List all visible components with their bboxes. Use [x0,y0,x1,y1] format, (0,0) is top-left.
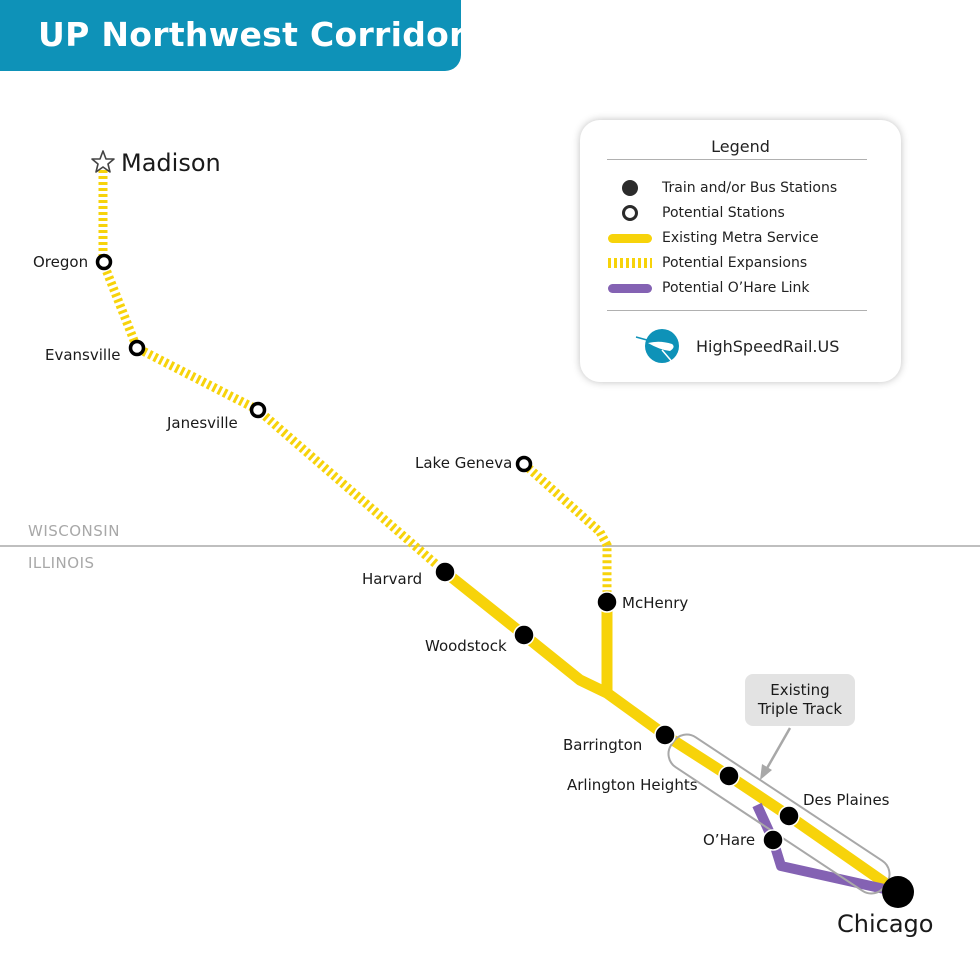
station-harvard-marker[interactable] [434,561,456,583]
label-ohare: O’Hare [703,831,756,849]
state-label-illinois: ILLINOIS [28,554,95,572]
filled-circle-icon [621,180,638,196]
legend-item-ohare-link: Potential O’Hare Link [607,278,810,298]
legend-label: Potential Expansions [662,255,808,271]
legend-item-stations: Train and/or Bus Stations [607,178,837,198]
hollow-circle-icon [621,205,638,221]
solid-purple-line-icon [607,283,652,293]
state-label-wisconsin: WISCONSIN [28,522,120,540]
label-harvard: Harvard [362,570,423,588]
legend-divider-bottom [607,310,867,311]
label-barrington: Barrington [563,736,643,754]
label-mchenry: McHenry [622,594,689,612]
callout-line-1: Existing [770,681,830,699]
solid-yellow-line-icon [607,233,652,243]
station-janesville-marker[interactable] [249,401,267,419]
title-banner: UP Northwest Corridor [0,0,465,71]
legend-item-existing-service: Existing Metra Service [607,228,819,248]
legend-label: Potential Stations [662,205,785,221]
expansion-line-lake-geneva-mchenry [520,460,612,602]
highspeedrail-logo: HighSpeedRail.US [632,326,839,366]
ohare-link-line [752,802,900,897]
callout-arrow [764,727,792,771]
dashed-yellow-line-icon [607,258,652,268]
label-des-plaines: Des Plaines [803,791,890,809]
station-mchenry-marker[interactable] [596,591,618,613]
legend-divider-top [607,159,867,160]
station-lake-geneva-marker[interactable] [515,455,533,473]
callout-line-2: Triple Track [757,700,843,718]
label-oregon: Oregon [33,253,89,271]
legend-label: Existing Metra Service [662,230,819,246]
train-globe-logo-icon [635,329,679,365]
station-arlington-heights-marker[interactable] [718,765,740,787]
page-title: UP Northwest Corridor [38,15,466,54]
legend-item-potential-stations: Potential Stations [607,203,785,223]
legend-title: Legend [711,137,770,156]
legend-item-potential-expansions: Potential Expansions [607,253,807,273]
label-woodstock: Woodstock [425,637,507,655]
logo-text: HighSpeedRail.US [696,336,840,356]
madison-star-icon [91,150,115,173]
existing-metra-line [441,567,902,897]
legend-panel: Legend Train and/or Bus Stations Potenti… [580,120,901,382]
label-chicago: Chicago [837,910,934,938]
legend-label: Potential O’Hare Link [662,280,810,296]
station-barrington-marker[interactable] [654,724,676,746]
label-madison: Madison [121,149,221,177]
station-evansville-marker[interactable] [128,339,146,357]
label-lake-geneva: Lake Geneva [415,454,513,472]
station-des-plaines-marker[interactable] [778,805,800,827]
station-ohare-marker[interactable] [762,829,784,851]
expansion-line-madison-harvard [98,170,448,576]
label-janesville: Janesville [167,414,238,432]
station-chicago-marker[interactable] [882,876,914,908]
triple-track-callout: Existing Triple Track [745,674,855,726]
station-oregon-marker[interactable] [95,253,113,271]
label-arlington-heights: Arlington Heights [567,776,698,794]
label-evansville: Evansville [45,346,121,364]
callout-arrowhead [760,764,772,780]
station-woodstock-marker[interactable] [513,624,535,646]
legend-label: Train and/or Bus Stations [662,180,838,196]
